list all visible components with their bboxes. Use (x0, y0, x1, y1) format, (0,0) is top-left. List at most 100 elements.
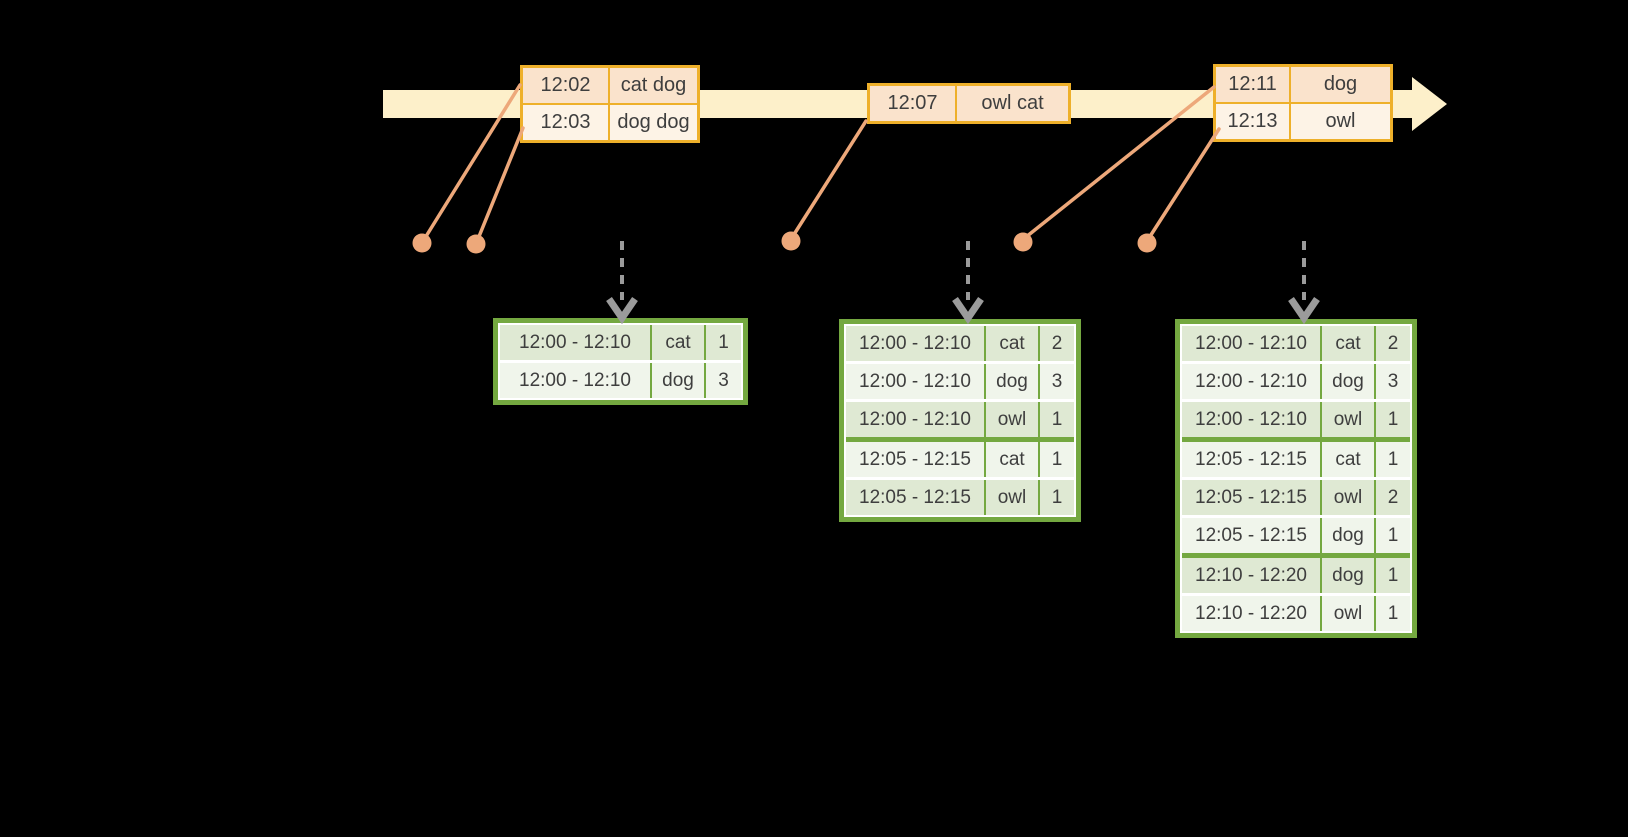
time-cell: 12:03 (523, 105, 608, 140)
window-cell: 12:10 - 12:20 (1182, 558, 1320, 593)
window-cell: 12:00 - 12:10 (500, 363, 650, 398)
count-cell: 1 (1374, 402, 1410, 437)
word-cell: dog (650, 363, 704, 398)
count-cell: 1 (1374, 558, 1410, 593)
window-cell: 12:00 - 12:10 (1182, 326, 1320, 361)
words-cell: dog dog (608, 105, 697, 140)
trigger-arrows (606, 241, 1320, 325)
time-cell: 12:07 (870, 86, 955, 121)
count-cell: 2 (1374, 480, 1410, 515)
word-cell: dog (984, 364, 1038, 399)
window-cell: 12:05 - 12:15 (1182, 518, 1320, 553)
window-cell: 12:05 - 12:15 (846, 480, 984, 515)
words-cell: owl cat (955, 86, 1068, 121)
word-cell: owl (1320, 596, 1374, 631)
connector-line (476, 126, 525, 241)
window-cell: 12:05 - 12:15 (1182, 480, 1320, 515)
count-cell: 1 (1038, 480, 1074, 515)
count-cell: 3 (1374, 364, 1410, 399)
count-cell: 1 (1038, 442, 1074, 477)
word-cell: cat (984, 442, 1038, 477)
count-cell: 1 (1038, 402, 1074, 437)
word-cell: dog (1320, 558, 1374, 593)
words-cell: owl (1289, 104, 1390, 139)
count-cell: 1 (1374, 442, 1410, 477)
event-dot-icon (412, 233, 432, 253)
word-cell: owl (984, 480, 1038, 515)
word-cell: dog (1320, 518, 1374, 553)
trigger-arrow-2 (952, 241, 984, 325)
window-cell: 12:00 - 12:10 (500, 325, 650, 360)
time-cell: 12:13 (1216, 104, 1289, 139)
window-cell: 12:00 - 12:10 (1182, 402, 1320, 437)
count-cell: 1 (1374, 596, 1410, 631)
arrowhead-icon (952, 297, 984, 325)
word-cell: cat (1320, 326, 1374, 361)
window-cell: 12:00 - 12:10 (846, 326, 984, 361)
event-dot-icon (1013, 232, 1033, 252)
trigger-arrow-3 (1288, 241, 1320, 325)
count-cell: 2 (1038, 326, 1074, 361)
event-dots (412, 231, 1157, 254)
words-cell: dog (1289, 67, 1390, 102)
word-cell: cat (1320, 442, 1374, 477)
word-cell: owl (984, 402, 1038, 437)
word-cell: cat (984, 326, 1038, 361)
count-cell: 1 (704, 325, 741, 360)
connector-line (1147, 127, 1221, 240)
word-cell: cat (650, 325, 704, 360)
window-cell: 12:05 - 12:15 (1182, 442, 1320, 477)
connector-line (791, 119, 868, 238)
word-cell: owl (1320, 402, 1374, 437)
word-cell: owl (1320, 480, 1374, 515)
window-cell: 12:00 - 12:10 (846, 364, 984, 399)
event-dot-icon (781, 231, 801, 251)
time-cell: 12:11 (1216, 67, 1289, 102)
time-cell: 12:02 (523, 68, 608, 103)
word-cell: dog (1320, 364, 1374, 399)
event-dot-icon (1137, 233, 1157, 253)
trigger-arrow-1 (606, 241, 638, 325)
timeline-arrowhead-icon (1412, 77, 1447, 131)
arrowhead-icon (1288, 297, 1320, 325)
event-dot-icon (466, 234, 486, 254)
arrowhead-icon (606, 297, 638, 325)
connector-line (423, 83, 522, 240)
words-cell: cat dog (608, 68, 697, 103)
connector-lines (423, 83, 1221, 241)
count-cell: 3 (1038, 364, 1074, 399)
window-cell: 12:00 - 12:10 (1182, 364, 1320, 399)
count-cell: 2 (1374, 326, 1410, 361)
connector-line (1024, 85, 1216, 239)
count-cell: 1 (1374, 518, 1410, 553)
count-cell: 3 (704, 363, 741, 398)
window-cell: 12:00 - 12:10 (846, 402, 984, 437)
